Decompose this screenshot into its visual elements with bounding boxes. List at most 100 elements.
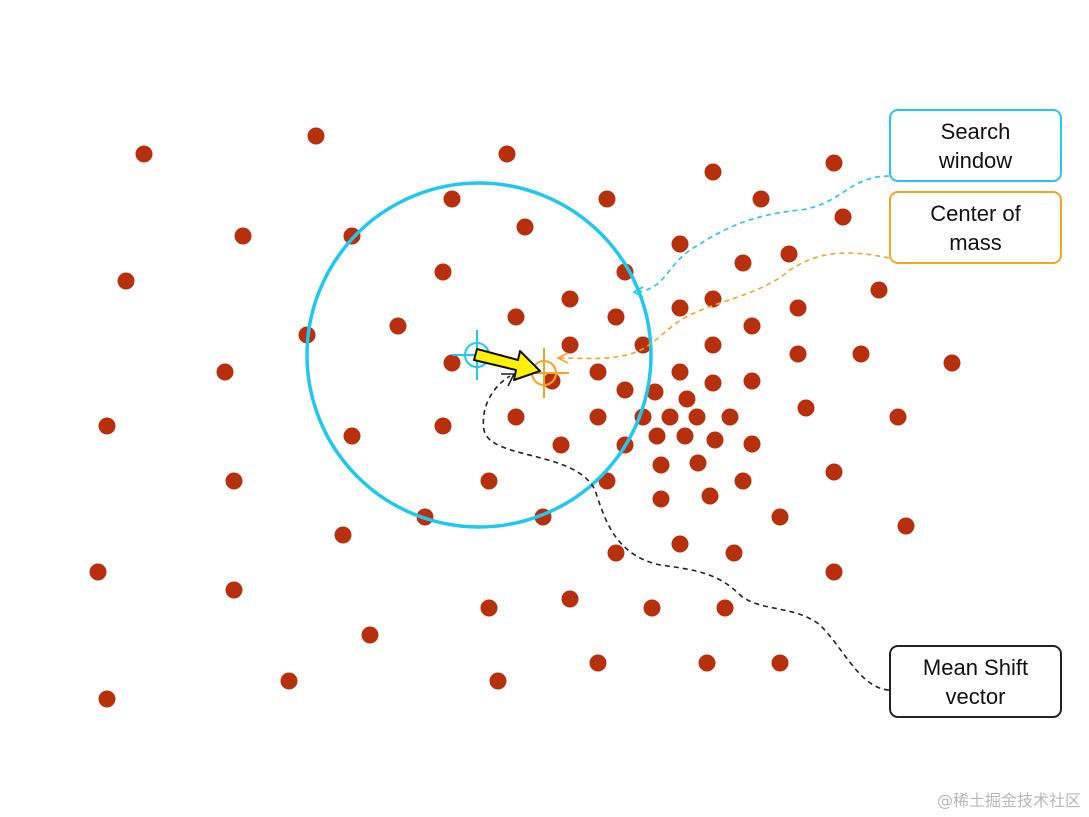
mean-shift-vector-label: Mean Shift vector: [922, 654, 1029, 709]
data-point: [646, 383, 664, 401]
data-point: [752, 190, 770, 208]
data-point: [434, 417, 452, 435]
data-point: [743, 435, 761, 453]
center-of-mass-callout: Center of mass: [889, 191, 1062, 264]
data-point: [689, 454, 707, 472]
data-point: [716, 599, 734, 617]
data-point: [771, 654, 789, 672]
data-point: [676, 427, 694, 445]
data-point: [489, 672, 507, 690]
watermark: @稀土掘金技术社区: [936, 791, 1081, 810]
data-point: [225, 472, 243, 490]
search-window-connector-arrowhead: [632, 286, 644, 298]
data-point: [343, 227, 361, 245]
mean-shift-vector-connector-arrowhead: [501, 373, 516, 387]
data-point: [89, 563, 107, 581]
data-point: [480, 599, 498, 617]
data-point: [721, 408, 739, 426]
data-point: [678, 390, 696, 408]
center-of-mass-connector-arrowhead: [556, 352, 569, 364]
data-point: [443, 190, 461, 208]
data-point: [661, 408, 679, 426]
data-point: [698, 654, 716, 672]
data-point: [704, 374, 722, 392]
data-point: [334, 526, 352, 544]
data-point: [706, 431, 724, 449]
data-point: [135, 145, 153, 163]
search-window-callout: Search window: [889, 109, 1062, 182]
data-point: [789, 299, 807, 317]
center-of-mass-label: Center of mass: [930, 200, 1021, 255]
data-point: [671, 535, 689, 553]
data-point: [443, 354, 461, 372]
data-point: [704, 163, 722, 181]
data-point: [607, 544, 625, 562]
data-point: [688, 408, 706, 426]
center-of-mass-connector: [559, 252, 890, 360]
data-point: [516, 218, 534, 236]
data-point: [607, 308, 625, 326]
data-point: [552, 436, 570, 454]
data-point: [834, 208, 852, 226]
data-point: [507, 408, 525, 426]
data-point: [734, 472, 752, 490]
data-point: [480, 472, 498, 490]
data-point: [825, 563, 843, 581]
data-point: [701, 487, 719, 505]
data-point: [889, 408, 907, 426]
data-point: [598, 190, 616, 208]
data-point: [734, 254, 752, 272]
data-point: [743, 317, 761, 335]
data-point: [307, 127, 325, 145]
mean-shift-arrow-icon: [473, 348, 541, 381]
data-point: [616, 381, 634, 399]
data-point: [498, 145, 516, 163]
data-point: [589, 654, 607, 672]
data-point: [725, 544, 743, 562]
data-point: [225, 581, 243, 599]
data-point: [216, 363, 234, 381]
data-point: [648, 427, 666, 445]
data-point: [643, 599, 661, 617]
search-window-label: Search window: [938, 118, 1013, 173]
data-point: [589, 408, 607, 426]
data-point: [771, 508, 789, 526]
mean-shift-vector-callout: Mean Shift vector: [889, 645, 1062, 718]
data-point: [343, 427, 361, 445]
data-point: [825, 463, 843, 481]
data-point: [361, 626, 379, 644]
data-point: [434, 263, 452, 281]
data-point: [561, 590, 579, 608]
data-point: [797, 399, 815, 417]
data-point: [652, 490, 670, 508]
search-window-circle: [305, 181, 653, 529]
data-point: [561, 336, 579, 354]
data-point: [852, 345, 870, 363]
data-point: [671, 235, 689, 253]
data-point: [671, 299, 689, 317]
data-point: [507, 308, 525, 326]
data-point: [704, 336, 722, 354]
data-point: [652, 456, 670, 474]
data-point: [897, 517, 915, 535]
data-point: [943, 354, 961, 372]
data-point: [589, 363, 607, 381]
data-point: [117, 272, 135, 290]
data-point: [389, 317, 407, 335]
data-point: [704, 290, 722, 308]
data-point: [634, 336, 652, 354]
mean-shift-vector-connector: [482, 375, 890, 691]
data-point: [789, 345, 807, 363]
data-point: [280, 672, 298, 690]
search-window-connector: [634, 175, 890, 293]
data-point: [870, 281, 888, 299]
data-point: [780, 245, 798, 263]
data-point: [234, 227, 252, 245]
data-point: [98, 690, 116, 708]
data-points: [89, 127, 961, 708]
data-point: [743, 372, 761, 390]
data-point: [561, 290, 579, 308]
data-point: [98, 417, 116, 435]
data-point: [671, 363, 689, 381]
